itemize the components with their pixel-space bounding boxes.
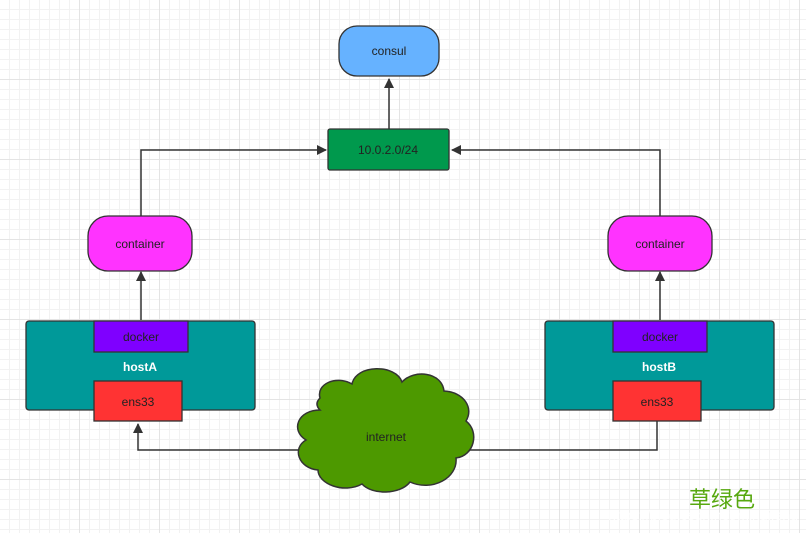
- host-a-node-label: hostA: [123, 360, 157, 374]
- consul-node-shape: [338, 25, 440, 77]
- container-b-node: container: [607, 215, 713, 272]
- edge-container-b-to-network: [451, 145, 661, 216]
- ens-b-node-shape: [612, 380, 702, 422]
- ens-a-node: ens33: [93, 380, 183, 422]
- docker-b-node-shape: [612, 320, 708, 353]
- docker-b-node: docker: [612, 320, 708, 353]
- watermark-url: https://blog.csdn.net/minqifeng: [608, 507, 798, 523]
- consul-node-label: consul: [372, 44, 407, 58]
- host-b-node: hostB: [544, 320, 775, 411]
- ens-b-node-label: ens33: [641, 395, 674, 409]
- internet-node-label: internet: [366, 430, 407, 444]
- internet-cloud-shape: [296, 368, 475, 493]
- docker-a-node-shape: [93, 320, 189, 353]
- network-node-label: 10.0.2.0/24: [358, 143, 418, 157]
- container-a-node: container: [87, 215, 193, 272]
- consul-node: consul: [338, 25, 440, 77]
- container-b-node-label: container: [635, 237, 684, 251]
- container-a-node-label: container: [115, 237, 164, 251]
- ens-a-node-shape: [93, 380, 183, 422]
- docker-a-node: docker: [93, 320, 189, 353]
- edge-container-a-to-network: [140, 145, 327, 216]
- container-b-node-shape: [607, 215, 713, 272]
- network-node: 10.0.2.0/24: [327, 128, 450, 171]
- container-a-node-shape: [87, 215, 193, 272]
- watermark-title: 草绿色: [689, 488, 755, 513]
- host-a-node: hostA: [25, 320, 256, 411]
- docker-b-node-label: docker: [642, 330, 678, 344]
- ens-b-node: ens33: [612, 380, 702, 422]
- internet-node: internet: [296, 368, 475, 493]
- ens-a-node-label: ens33: [122, 395, 155, 409]
- network-node-shape: [327, 128, 450, 171]
- host-b-node-label: hostB: [642, 360, 676, 374]
- watermark: 草绿色 https://blog.csdn.net/minqifeng: [608, 488, 798, 523]
- docker-a-node-label: docker: [123, 330, 159, 344]
